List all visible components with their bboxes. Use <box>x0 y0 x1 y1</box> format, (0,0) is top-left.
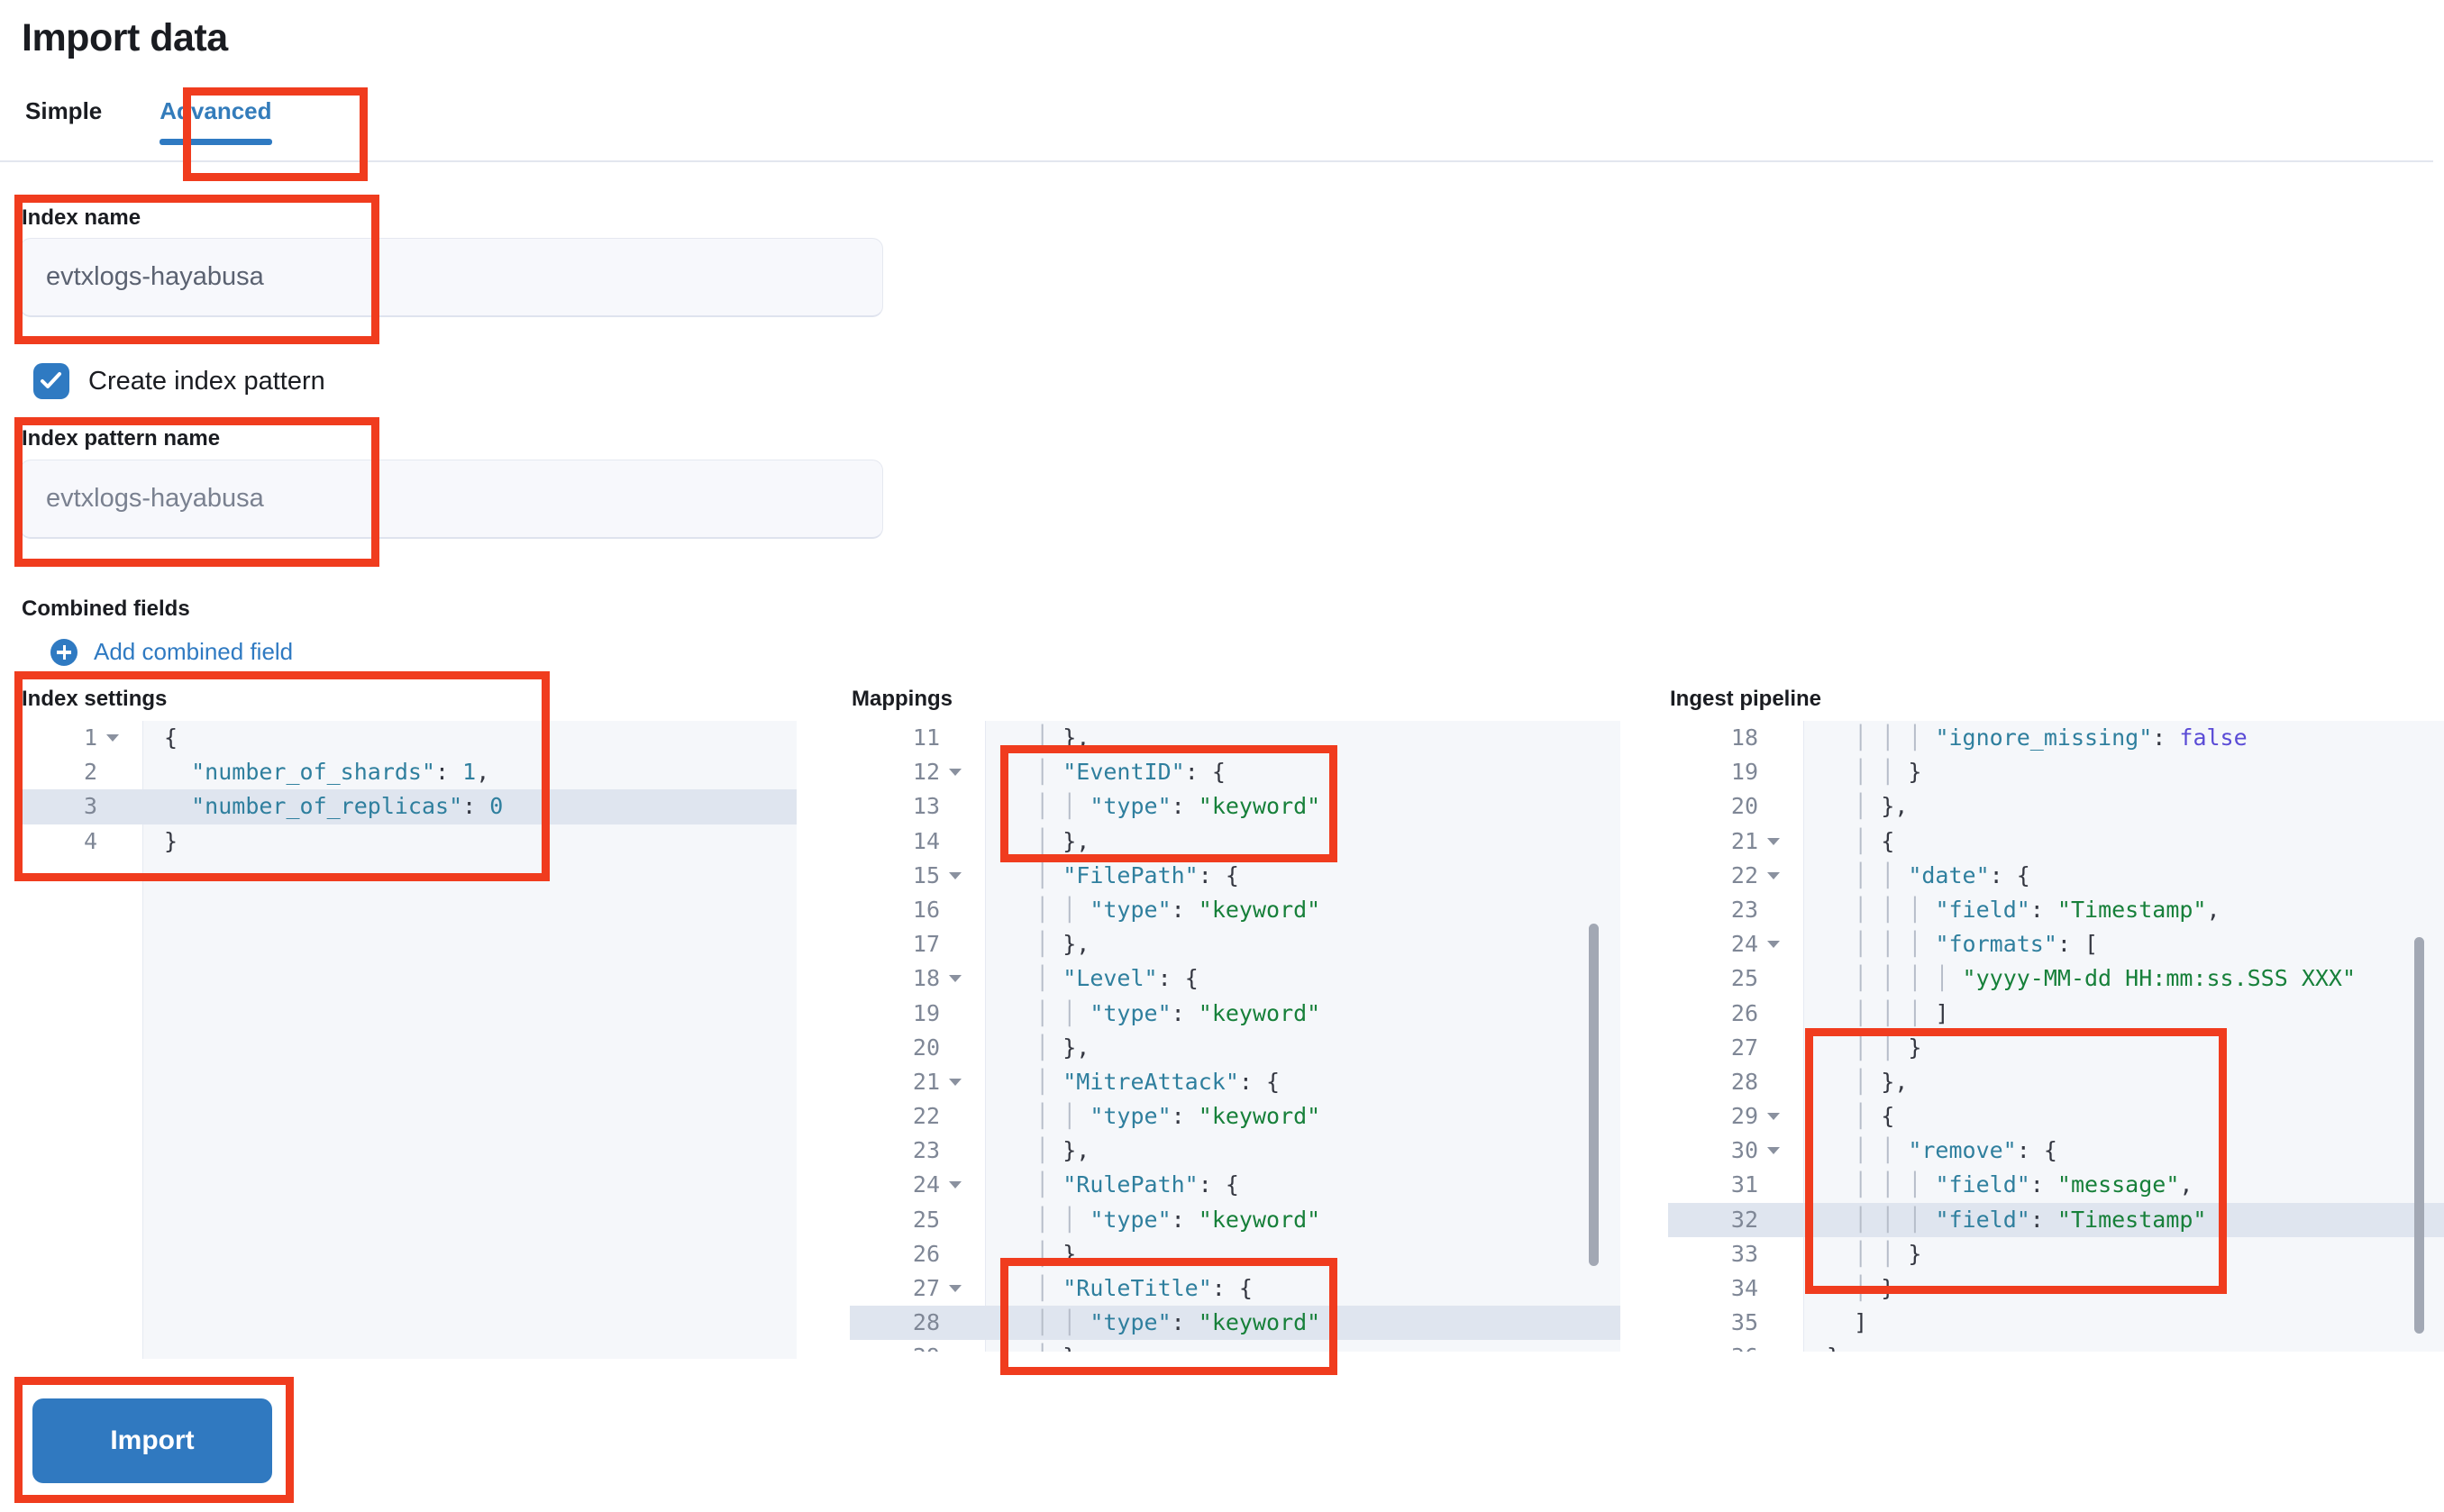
ingest-pipeline-editor[interactable]: 18 │ │ │ "ignore_missing": false 19 │ │ }… <box>1668 721 2444 1352</box>
index-name-input[interactable]: evtxlogs-hayabusa <box>20 238 883 317</box>
code-line[interactable]: 27 │ "RuleTitle": { <box>912 1275 1253 1301</box>
code-line[interactable]: 29 │ }, <box>850 1340 1620 1352</box>
check-icon <box>41 372 61 388</box>
code-line[interactable]: 27 │ │ } <box>1730 1034 1922 1061</box>
fold-arrow-icon[interactable] <box>949 871 962 879</box>
tab-advanced[interactable]: Advanced <box>132 97 298 145</box>
code-line[interactable]: 19 │ │ "type": "keyword" <box>912 999 1321 1026</box>
page-title: Import data <box>22 16 228 59</box>
code-line[interactable]: 23 │ │ │ "field": "Timestamp", <box>1730 896 2221 923</box>
code-line[interactable]: 25 │ │ "type": "keyword" <box>912 1206 1321 1233</box>
create-index-pattern-row[interactable]: Create index pattern <box>34 364 325 398</box>
code-line[interactable]: 4} <box>83 827 178 854</box>
code-line[interactable]: 20 │ }, <box>912 1034 1090 1061</box>
mappings-code[interactable]: 11 │ }, 12 │ "EventID": { 13 │ │ "type": "… <box>850 721 1620 1352</box>
fold-arrow-icon[interactable] <box>949 975 962 983</box>
code-line[interactable]: 30 │ │ "remove": { <box>1730 1137 2057 1164</box>
mappings-editor[interactable]: 11 │ }, 12 │ "EventID": { 13 │ │ "type": "… <box>850 721 1620 1352</box>
code-line[interactable]: 22 │ │ "type": "keyword" <box>912 1103 1321 1130</box>
code-line[interactable]: 23 │ }, <box>912 1137 1090 1164</box>
fold-arrow-icon[interactable] <box>1767 1113 1780 1121</box>
index-name-label: Index name <box>22 205 141 230</box>
mappings-scrollbar[interactable] <box>1589 924 1599 1266</box>
import-button[interactable]: Import <box>32 1398 272 1483</box>
code-line[interactable]: 35 ] <box>1730 1309 1868 1336</box>
code-line[interactable]: 18 │ │ │ "ignore_missing": false <box>1730 724 2248 751</box>
fold-arrow-icon[interactable] <box>1767 1147 1780 1155</box>
code-line[interactable]: 12 │ "EventID": { <box>912 759 1226 786</box>
code-line[interactable]: 34 │ } <box>1730 1275 1895 1301</box>
code-line[interactable]: 24 │ │ │ "formats": [ <box>1730 931 2099 958</box>
code-line[interactable]: 28 │ │ "type": "keyword" <box>850 1306 1620 1341</box>
index-settings-editor[interactable]: 1{ 2 "number_of_shards": 1, 3 "number_of_r… <box>20 721 797 1359</box>
code-line[interactable]: 13 │ │ "type": "keyword" <box>912 793 1321 820</box>
fold-arrow-icon[interactable] <box>1767 871 1780 879</box>
index-settings-title: Index settings <box>22 687 168 711</box>
code-line[interactable]: 22 │ │ "date": { <box>1730 861 2030 888</box>
code-line[interactable]: 33 │ │ } <box>1730 1240 1922 1267</box>
ingest-pipeline-code[interactable]: 18 │ │ │ "ignore_missing": false 19 │ │ }… <box>1668 721 2444 1352</box>
code-line[interactable]: 24 │ "RulePath": { <box>912 1171 1239 1198</box>
combined-fields-label: Combined fields <box>22 597 190 621</box>
fold-arrow-icon[interactable] <box>949 769 962 777</box>
tab-simple[interactable]: Simple <box>25 97 103 124</box>
add-combined-field-label: Add combined field <box>94 638 294 665</box>
create-index-pattern-checkbox[interactable] <box>34 364 68 398</box>
editor-gutter <box>1668 721 1804 1352</box>
code-line[interactable]: 28 │ }, <box>1730 1068 1909 1095</box>
code-line[interactable]: 3 "number_of_replicas": 0 <box>20 789 797 824</box>
index-settings-code[interactable]: 1{ 2 "number_of_shards": 1, 3 "number_of_r… <box>20 721 797 859</box>
index-pattern-name-label: Index pattern name <box>22 426 221 451</box>
code-line[interactable]: 18 │ "Level": { <box>912 965 1199 992</box>
code-line[interactable]: 19 │ │ } <box>1730 759 1922 786</box>
fold-arrow-icon[interactable] <box>949 1078 962 1086</box>
code-line[interactable]: 29 │ { <box>1730 1103 1895 1130</box>
tab-divider <box>0 160 2433 162</box>
ingest-pipeline-scrollbar[interactable] <box>2414 937 2424 1334</box>
code-line[interactable]: 26 │ }, <box>912 1240 1090 1267</box>
code-line[interactable]: 11 │ }, <box>912 724 1090 751</box>
code-line[interactable]: 14 │ }, <box>912 827 1090 854</box>
fold-arrow-icon[interactable] <box>949 1285 962 1292</box>
code-line[interactable]: 21 │ "MitreAttack": { <box>912 1068 1281 1095</box>
ingest-pipeline-title: Ingest pipeline <box>1670 687 1822 711</box>
code-line[interactable]: 25 │ │ │ │ "yyyy-MM-dd HH:mm:ss.SSS XXX" <box>1730 965 2357 992</box>
code-line[interactable]: 36} <box>1668 1340 2444 1352</box>
fold-arrow-icon[interactable] <box>949 1181 962 1189</box>
code-line[interactable]: 1{ <box>83 724 178 751</box>
code-line[interactable]: 2 "number_of_shards": 1, <box>83 759 490 786</box>
code-line[interactable]: 17 │ }, <box>912 931 1090 958</box>
code-line[interactable]: 21 │ { <box>1730 827 1895 854</box>
index-pattern-name-input[interactable]: evtxlogs-hayabusa <box>20 460 883 539</box>
create-index-pattern-label: Create index pattern <box>88 366 325 396</box>
editor-gutter <box>850 721 986 1352</box>
code-line[interactable]: 20 │ }, <box>1730 793 1909 820</box>
fold-arrow-icon[interactable] <box>106 734 119 742</box>
code-line[interactable]: 26 │ │ │ ] <box>1730 999 1949 1026</box>
fold-arrow-icon[interactable] <box>1767 941 1780 949</box>
code-line[interactable]: 32 │ │ │ "field": "Timestamp" <box>1668 1202 2444 1237</box>
code-line[interactable]: 15 │ "FilePath": { <box>912 861 1239 888</box>
editor-gutter <box>20 721 143 1359</box>
code-line[interactable]: 31 │ │ │ "field": "message", <box>1730 1171 2193 1198</box>
fold-arrow-icon[interactable] <box>1767 837 1780 845</box>
mappings-title: Mappings <box>852 687 953 711</box>
plus-circle-icon <box>50 638 78 666</box>
code-line[interactable]: 16 │ │ "type": "keyword" <box>912 896 1321 923</box>
add-combined-field-button[interactable]: Add combined field <box>50 638 293 666</box>
tab-bar: Simple Advanced <box>22 97 299 145</box>
